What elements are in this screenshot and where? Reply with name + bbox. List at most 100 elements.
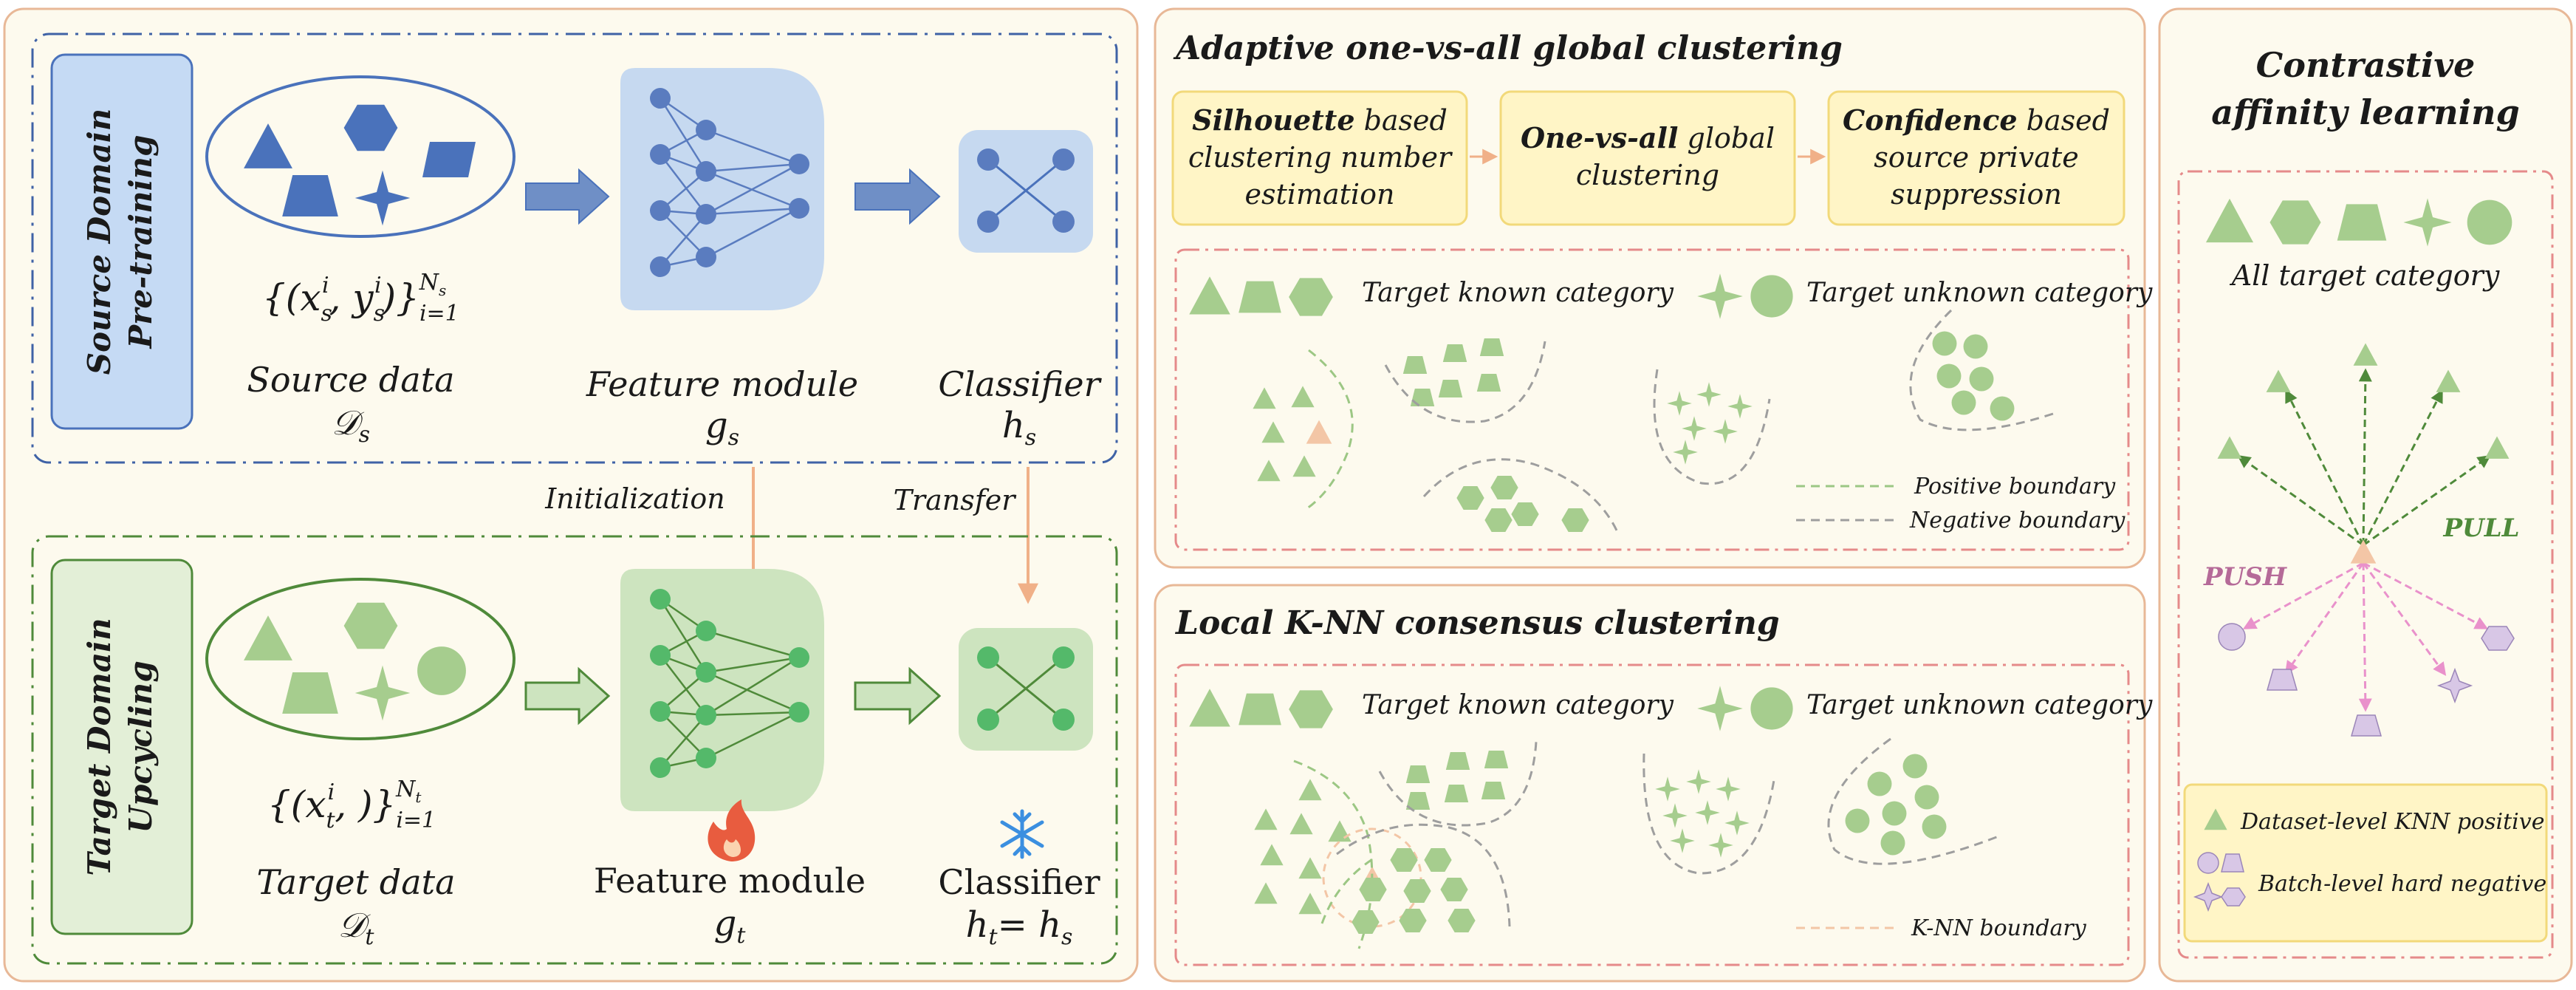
global-positive-boundary-curve: [1306, 349, 1354, 510]
source-side-label-box: [50, 53, 193, 430]
target-data-to-feature-arrow: [524, 666, 611, 726]
local-hexagon-boundary: [1336, 823, 1511, 927]
push-label: PUSH: [2203, 562, 2288, 592]
legend-circle-icon: [1750, 275, 1793, 318]
initialization-label: Initialization: [544, 482, 724, 515]
step-confidence-line3: suppression: [1891, 178, 2062, 211]
target-classifier-caption: Classifier: [938, 862, 1100, 902]
knn-neighborhood-circle: [1322, 827, 1422, 928]
global-clustering-title: Adaptive one-vs-all global clustering: [1173, 30, 1843, 67]
target-classifier-equation: ht= hs: [966, 904, 1073, 950]
source-set-formula: {(xsi, ysi)}i=1Ns: [262, 270, 459, 327]
target-feature-symbol: gt: [714, 903, 747, 949]
contrastive-region: [2177, 170, 2554, 959]
source-feature-to-classifier-arrow: [854, 168, 941, 225]
negative-shapes: [2218, 623, 2515, 737]
local-star-boundary: [1642, 753, 1775, 875]
local-cluster-region: [1174, 663, 2130, 966]
source-parallelogram-icon: [422, 142, 476, 177]
contrastive-title-line1: Contrastive: [2256, 45, 2476, 85]
target-classifier-edges: [987, 656, 1064, 721]
step-silhouette-line2: clustering number: [1188, 141, 1453, 174]
global-cluster-region: [1174, 248, 2130, 551]
target-feature-caption: Feature module: [594, 861, 866, 901]
local-unknown-label: Target unknown category: [1806, 690, 2153, 720]
step-box-confidence: [1827, 90, 2125, 226]
local-known-label: Target known category: [1362, 690, 1674, 720]
step-silhouette-line3: estimation: [1245, 178, 1395, 211]
local-circle-boundary: [1827, 737, 1999, 865]
source-data-to-feature-arrow: [525, 168, 610, 225]
all-target-label: All target category: [2230, 259, 2500, 292]
target-data-ellipse: [205, 578, 515, 740]
step-box-one-vs-all: [1499, 90, 1796, 226]
source-classifier-caption: Classifier: [938, 364, 1102, 404]
contrastive-panel-frame: [2158, 7, 2573, 983]
target-feature-to-classifier-arrow: [854, 666, 942, 726]
source-classifier-nodes: [977, 148, 1075, 233]
global-star-boundary: [1653, 369, 1771, 485]
source-data-shapes: [244, 104, 476, 226]
source-data-caption: Source data: [247, 360, 454, 400]
target-side-label-line2: Upcycling: [123, 660, 159, 833]
legend-negative-label: Batch-level hard negative: [2258, 871, 2546, 897]
pull-label: PULL: [2442, 513, 2519, 543]
snowflake-icon: [1000, 809, 1044, 859]
negative-star-icon: [2436, 667, 2473, 704]
contrastive-title-line2: affinity learning: [2211, 92, 2520, 132]
negative-trapezoid-icon: [2267, 669, 2298, 691]
step-one-vs-all-line1: One-vs-all global: [1521, 121, 1775, 154]
global-circle-boundary: [1909, 309, 2058, 431]
flame-icon: [708, 799, 756, 861]
source-classifier-symbol: hs: [1002, 405, 1036, 451]
target-side-label-line1: Target Domain: [81, 618, 117, 875]
negative-circle-icon: [2218, 623, 2246, 651]
source-feature-edges: [659, 97, 800, 268]
step-one-vs-all-line2: clustering: [1576, 159, 1719, 191]
contrastive-legend-box: [2183, 783, 2548, 943]
push-arrows: [2242, 561, 2489, 712]
negative-trapezoid-icon-2: [2351, 714, 2382, 737]
source-side-label-line1: Source Domain: [81, 109, 117, 375]
target-feature-module: [620, 569, 824, 811]
local-clustering-title: Local K-NN consensus clustering: [1174, 604, 1780, 642]
target-classifier-nodes: [977, 646, 1075, 731]
legend-negative-circle-icon: [2197, 852, 2219, 874]
target-data-caption: Target data: [256, 862, 455, 902]
target-side-label-box: [50, 559, 193, 935]
source-side-label-line2: Pre-training: [123, 135, 159, 349]
source-feature-module: [620, 68, 824, 310]
target-circle-icon: [417, 646, 466, 695]
source-feature-symbol: gs: [705, 405, 739, 451]
all-target-circle-icon: [2467, 199, 2512, 245]
pull-arrows: [2237, 368, 2491, 547]
source-feature-caption: Feature module: [586, 364, 858, 404]
legend-negative-star-icon: [2193, 881, 2224, 912]
source-feature-nodes: [650, 88, 809, 277]
negative-boundary-label: Negative boundary: [1909, 508, 2125, 533]
left-panel: Source Domain Pre-training {(xsi, ysi)}i…: [3, 7, 1139, 983]
source-domain-box: [31, 33, 1118, 464]
legend-negative-shapes: [2193, 852, 2246, 912]
global-hexagon-boundary: [1422, 458, 1619, 533]
source-data-ellipse: [205, 75, 515, 238]
contrastive-panel: Contrastive affinity learning All target…: [2158, 7, 2573, 983]
step-confidence-line1: Confidence based: [1843, 103, 2110, 137]
legend-negative-hexagon-icon: [2221, 887, 2246, 907]
left-panel-frame: [3, 7, 1139, 983]
target-domain-box: [31, 535, 1118, 965]
step-confidence-line2: source private: [1874, 141, 2078, 174]
transfer-label: Transfer: [894, 484, 1018, 516]
global-trapezoid-boundary: [1384, 341, 1546, 423]
local-positive-boundary-2: [1320, 857, 1374, 924]
legend-negative-trapezoid-icon: [2221, 853, 2244, 873]
positive-boundary-label: Positive boundary: [1914, 474, 2116, 499]
local-clustering-panel: Local K-NN consensus clustering Target k…: [1154, 584, 2153, 983]
source-classifier-edges: [987, 158, 1064, 223]
global-unknown-label: Target unknown category: [1806, 278, 2153, 308]
step-box-silhouette: [1171, 90, 1468, 226]
knn-boundary-label: K-NN boundary: [1911, 915, 2087, 941]
local-legend-circle-icon: [1750, 687, 1793, 730]
local-panel-frame: [1154, 584, 2146, 983]
